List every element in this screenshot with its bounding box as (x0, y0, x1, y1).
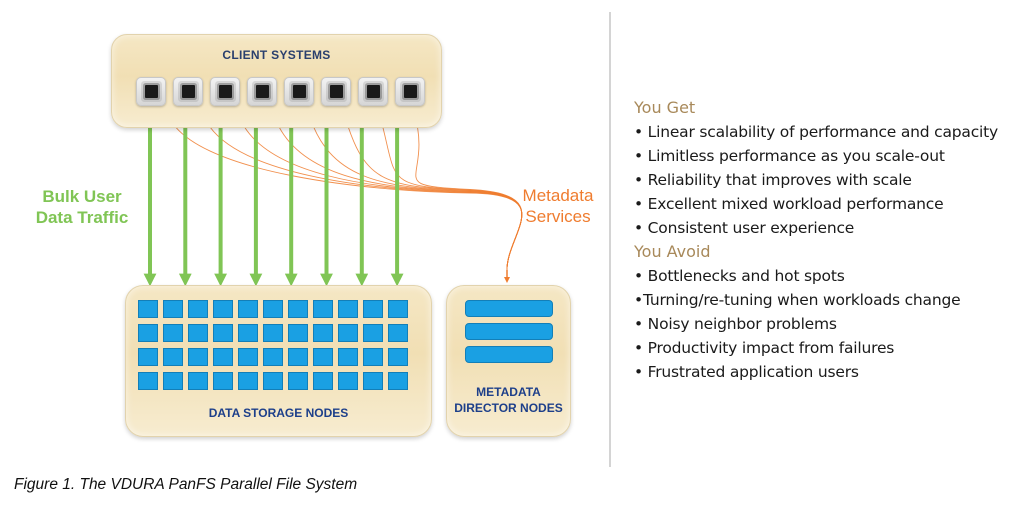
storage-node-cell (188, 348, 208, 366)
chip-core (329, 85, 343, 98)
storage-node-cell (188, 300, 208, 318)
storage-node-cell (238, 300, 258, 318)
storage-node-cell (263, 300, 283, 318)
you-get-heading: You Get (634, 98, 696, 117)
storage-node-cell (188, 372, 208, 390)
you-avoid-list: • Bottlenecks and hot spots •Turning/re-… (634, 264, 1014, 384)
chip-core (255, 85, 269, 98)
benefits-panel: You Get • Linear scalability of performa… (634, 96, 1014, 384)
bulk-user-data-traffic-label: Bulk User Data Traffic (22, 186, 142, 228)
storage-node-cell (338, 300, 358, 318)
storage-node-cell (313, 372, 333, 390)
you-avoid-item: • Bottlenecks and hot spots (634, 267, 845, 285)
data-storage-nodes-box: DATA STORAGE NODES (125, 285, 432, 437)
metadata-director-nodes-box: METADATA DIRECTOR NODES (446, 285, 571, 437)
storage-node-cell (313, 324, 333, 342)
storage-node-cell (363, 300, 383, 318)
figure-caption: Figure 1. The VDURA PanFS Parallel File … (14, 476, 358, 493)
storage-node-cell (363, 348, 383, 366)
storage-node-cell (238, 348, 258, 366)
storage-node-cell (238, 372, 258, 390)
you-get-item: • Excellent mixed workload performance (634, 195, 944, 213)
storage-node-cell (138, 372, 158, 390)
you-avoid-item: • Noisy neighbor problems (634, 315, 837, 333)
storage-node-cell (238, 324, 258, 342)
storage-node-cell (163, 348, 183, 366)
storage-node-cell (213, 300, 233, 318)
you-get-item: • Linear scalability of performance and … (634, 123, 998, 141)
storage-node-cell (138, 300, 158, 318)
client-system-chip-icon (358, 77, 388, 106)
you-get-item: • Limitless performance as you scale-out (634, 147, 945, 165)
you-get-list: • Linear scalability of performance and … (634, 120, 1014, 240)
metadata-node-stack (465, 300, 553, 363)
storage-node-grid (138, 300, 408, 390)
data-storage-nodes-title: DATA STORAGE NODES (208, 406, 349, 420)
you-get-item: • Consistent user experience (634, 219, 855, 237)
you-avoid-heading: You Avoid (634, 242, 711, 261)
storage-node-cell (288, 300, 308, 318)
bulk-label-line1: Bulk User (42, 187, 122, 206)
chip-core (181, 85, 195, 98)
storage-node-cell (213, 348, 233, 366)
client-system-chip-icon (247, 77, 277, 106)
metadata-title-line2: DIRECTOR NODES (454, 401, 563, 415)
metadata-flow-line (413, 111, 523, 273)
storage-node-cell (138, 324, 158, 342)
bulk-label-line2: Data Traffic (35, 208, 129, 227)
client-system-chip-icon (284, 77, 314, 106)
storage-node-cell (313, 300, 333, 318)
client-system-chip-icon (210, 77, 240, 106)
client-systems-box: CLIENT SYSTEMS (111, 34, 442, 128)
storage-node-cell (388, 300, 408, 318)
metadata-node-bar (465, 346, 553, 363)
storage-node-cell (213, 372, 233, 390)
storage-node-cell (213, 324, 233, 342)
you-avoid-item: •Turning/re-tuning when workloads change (634, 291, 961, 309)
storage-node-cell (288, 372, 308, 390)
storage-node-cell (163, 300, 183, 318)
chip-core (292, 85, 306, 98)
metadata-node-bar (465, 323, 553, 340)
storage-node-cell (288, 324, 308, 342)
storage-node-cell (313, 348, 333, 366)
storage-node-cell (363, 324, 383, 342)
client-system-chip-icon (395, 77, 425, 106)
storage-node-cell (338, 324, 358, 342)
storage-node-cell (338, 372, 358, 390)
storage-node-cell (138, 348, 158, 366)
client-chip-row (136, 77, 425, 106)
client-systems-title: CLIENT SYSTEMS (222, 48, 331, 62)
metadata-node-bar (465, 300, 553, 317)
storage-node-cell (163, 324, 183, 342)
metadata-services-label: Metadata Services (508, 185, 608, 227)
storage-node-cell (263, 324, 283, 342)
metadata-director-nodes-title: METADATA DIRECTOR NODES (447, 384, 570, 416)
you-get-item: • Reliability that improves with scale (634, 171, 912, 189)
you-avoid-item: • Productivity impact from failures (634, 339, 895, 357)
storage-node-cell (188, 324, 208, 342)
client-system-chip-icon (321, 77, 351, 106)
metadata-label-line2: Services (525, 207, 591, 226)
storage-node-cell (388, 348, 408, 366)
client-system-chip-icon (136, 77, 166, 106)
chip-core (403, 85, 417, 98)
chip-core (144, 85, 158, 98)
storage-node-cell (263, 372, 283, 390)
storage-node-cell (263, 348, 283, 366)
chip-core (218, 85, 232, 98)
storage-node-cell (388, 372, 408, 390)
storage-node-cell (338, 348, 358, 366)
vertical-divider (609, 12, 611, 467)
storage-node-cell (363, 372, 383, 390)
metadata-title-line1: METADATA (476, 385, 541, 399)
chip-core (366, 85, 380, 98)
storage-node-cell (288, 348, 308, 366)
storage-node-cell (388, 324, 408, 342)
you-avoid-item: • Frustrated application users (634, 363, 859, 381)
client-system-chip-icon (173, 77, 203, 106)
metadata-label-line1: Metadata (522, 186, 594, 205)
storage-node-cell (163, 372, 183, 390)
